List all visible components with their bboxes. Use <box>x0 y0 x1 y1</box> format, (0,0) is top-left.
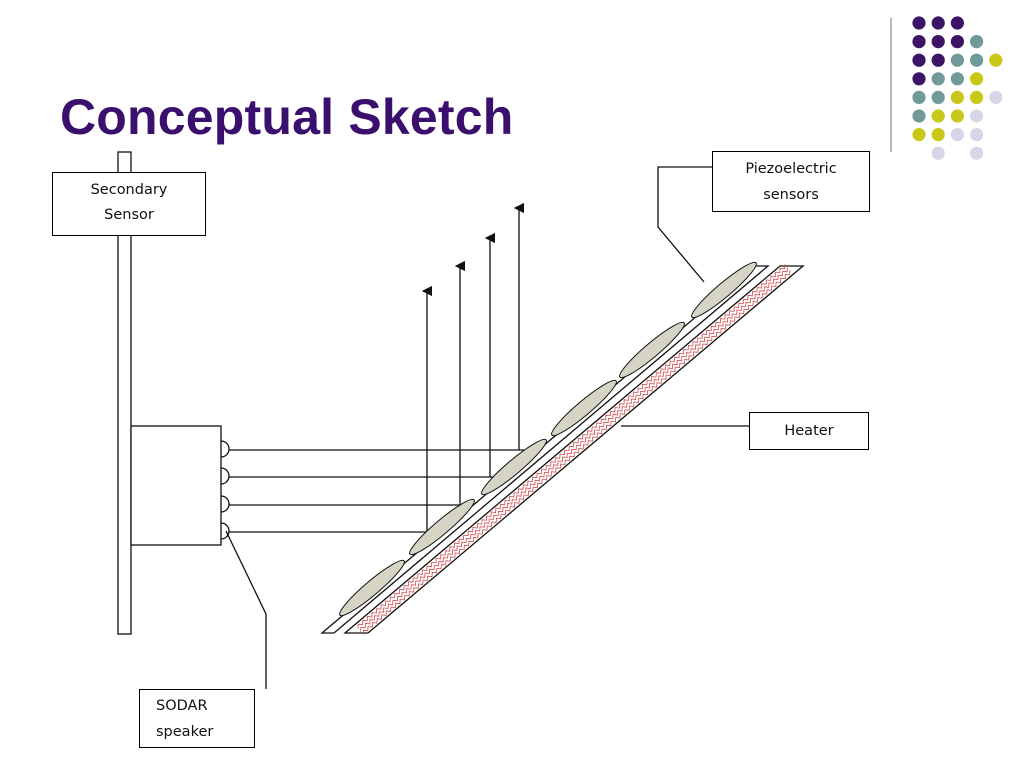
decorative-dot <box>912 16 926 30</box>
decorative-dot <box>970 90 984 104</box>
sodar-housing-box <box>130 425 222 546</box>
decorative-dot <box>912 128 926 142</box>
decorative-dot-grid <box>912 16 1003 160</box>
decorative-dot <box>931 35 945 49</box>
mounting-pole <box>117 151 132 635</box>
speaker-bump <box>220 467 230 485</box>
secondary-sensor-label: Secondary Sensor <box>52 172 206 236</box>
decorative-dot <box>989 90 1003 104</box>
decorative-dot <box>970 35 984 49</box>
piezo-leader-line <box>657 166 712 283</box>
decorative-dot <box>912 35 926 49</box>
speaker-bump <box>220 440 230 458</box>
piezo-sensor-element <box>339 559 405 617</box>
decorative-dot <box>970 53 984 67</box>
speaker-bump <box>220 522 230 540</box>
heater-wave-line <box>357 264 786 629</box>
piezo-sensor-element <box>481 438 547 496</box>
piezo-sensors <box>339 261 757 617</box>
decorative-dot <box>931 109 945 123</box>
heater-wave-pattern <box>357 264 791 635</box>
decorative-dot <box>950 72 965 86</box>
piezoelectric-sensors-label: Piezoelectric sensors <box>712 151 870 212</box>
decorative-dot <box>912 109 926 123</box>
piezo-sensor-element <box>551 379 617 437</box>
piezo-sensor-element <box>619 321 685 379</box>
decorative-dot <box>931 146 945 160</box>
decorative-dot <box>950 16 965 30</box>
decorative-dot <box>931 16 945 30</box>
heater-wave-line <box>362 270 791 635</box>
piezo-sensor-element <box>691 261 757 319</box>
decorative-dot <box>912 72 926 86</box>
piezo-sensor-element <box>409 498 475 556</box>
decorative-dot <box>989 53 1003 67</box>
sodar-speaker-label: SODAR speaker <box>139 689 255 748</box>
slide-title: Conceptual Sketch <box>60 89 514 145</box>
piezo-text-1: Piezoelectric <box>745 161 837 177</box>
decorative-dot <box>950 90 965 104</box>
decorative-dot <box>970 128 984 142</box>
heater-wave-line <box>360 267 788 632</box>
decorative-dot <box>912 53 926 67</box>
decorative-dot <box>931 128 945 142</box>
decorative-dot <box>931 90 945 104</box>
sodar-leader-line <box>225 530 267 689</box>
piezo-text-2: sensors <box>763 187 819 203</box>
speaker-bumps <box>220 440 230 540</box>
heater-text: Heater <box>784 423 834 439</box>
decorative-dot <box>970 109 984 123</box>
decorative-dot <box>931 53 945 67</box>
sodar-text-1: SODAR <box>156 698 208 714</box>
decorative-dot <box>950 53 965 67</box>
decorative-dot <box>950 128 965 142</box>
decorative-dot <box>950 35 965 49</box>
secondary-sensor-text-1: Secondary <box>90 182 168 198</box>
decorative-dot <box>912 90 926 104</box>
heater-label: Heater <box>749 412 869 450</box>
decorative-dot <box>970 72 984 86</box>
speaker-bump <box>220 495 230 513</box>
decorative-dot <box>950 109 965 123</box>
secondary-sensor-text-2: Sensor <box>104 207 154 223</box>
sound-lines <box>229 449 524 533</box>
sodar-text-2: speaker <box>156 724 214 740</box>
reflection-arrows <box>421 202 525 532</box>
decorative-dot <box>970 146 984 160</box>
decorative-dot <box>931 72 945 86</box>
